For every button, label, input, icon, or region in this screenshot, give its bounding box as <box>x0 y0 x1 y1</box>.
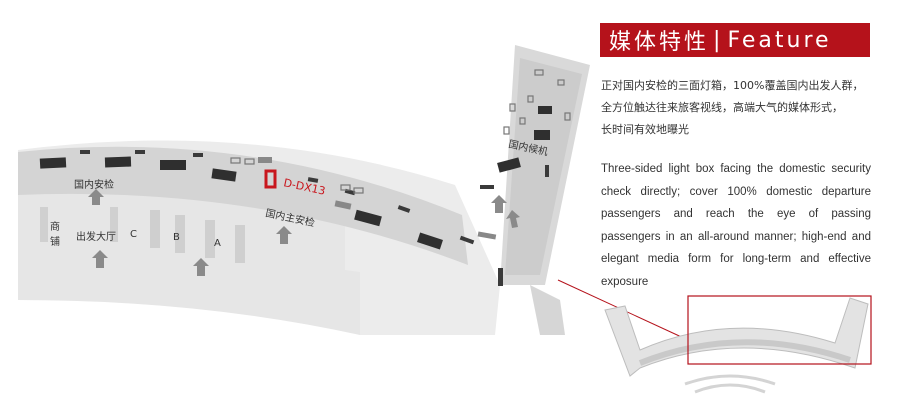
description-cn-line: 长时间有效地曝光 <box>601 123 689 136</box>
lower-ramp <box>530 285 565 335</box>
label-shops-2: 铺 <box>50 235 60 248</box>
flow-arrows <box>88 189 520 276</box>
description-cn-line: 全方位触达往来旅客视线，高端大气的媒体形式， <box>601 101 843 114</box>
floor-plan-map: 国内安检 商 铺 出发大厅 C B A 国内主安检 国内候机 D-DX13 <box>18 45 590 335</box>
label-security-check: 国内安检 <box>74 178 114 191</box>
grey-marker <box>258 157 272 163</box>
feature-title-bar: 媒体特性 | Feature <box>600 23 870 57</box>
mini-terminal-curve <box>638 339 851 366</box>
description-cn-line: 正对国内安检的三面灯箱，100%覆盖国内出发人群， <box>601 79 864 92</box>
mini-terminal-shape <box>604 297 869 377</box>
pier-outline-marks <box>230 69 571 194</box>
lightbox-group <box>39 106 552 250</box>
column <box>40 207 48 242</box>
mini-highlight-box <box>687 295 872 365</box>
label-departure-hall: 出发大厅 <box>76 230 116 243</box>
gate-pier-inner <box>505 58 582 275</box>
mini-arcs <box>684 374 776 394</box>
label-zone-a: A <box>214 238 221 249</box>
media-position-marker <box>264 169 277 189</box>
label-zone-b: B <box>173 232 180 243</box>
column <box>150 210 160 248</box>
column <box>110 207 118 242</box>
departure-hall-area <box>18 190 360 335</box>
description-en: Three-sided light box facing the domesti… <box>601 163 871 288</box>
column <box>175 215 185 253</box>
title-cn: 媒体特性 <box>609 30 710 55</box>
wall-signs <box>80 150 549 286</box>
label-zone-c: C <box>130 229 137 240</box>
title-en: Feature <box>727 27 832 53</box>
column <box>235 225 245 263</box>
grey-marker <box>334 200 352 210</box>
label-shops-1: 商 <box>50 220 60 233</box>
title-separator: | <box>713 27 724 53</box>
description-cn: 正对国内安检的三面灯箱，100%覆盖国内出发人群， 全方位触达往来旅客视线，高端… <box>601 75 886 141</box>
curved-walkway <box>18 146 468 265</box>
mini-locator-map <box>604 295 872 394</box>
column <box>205 220 215 258</box>
